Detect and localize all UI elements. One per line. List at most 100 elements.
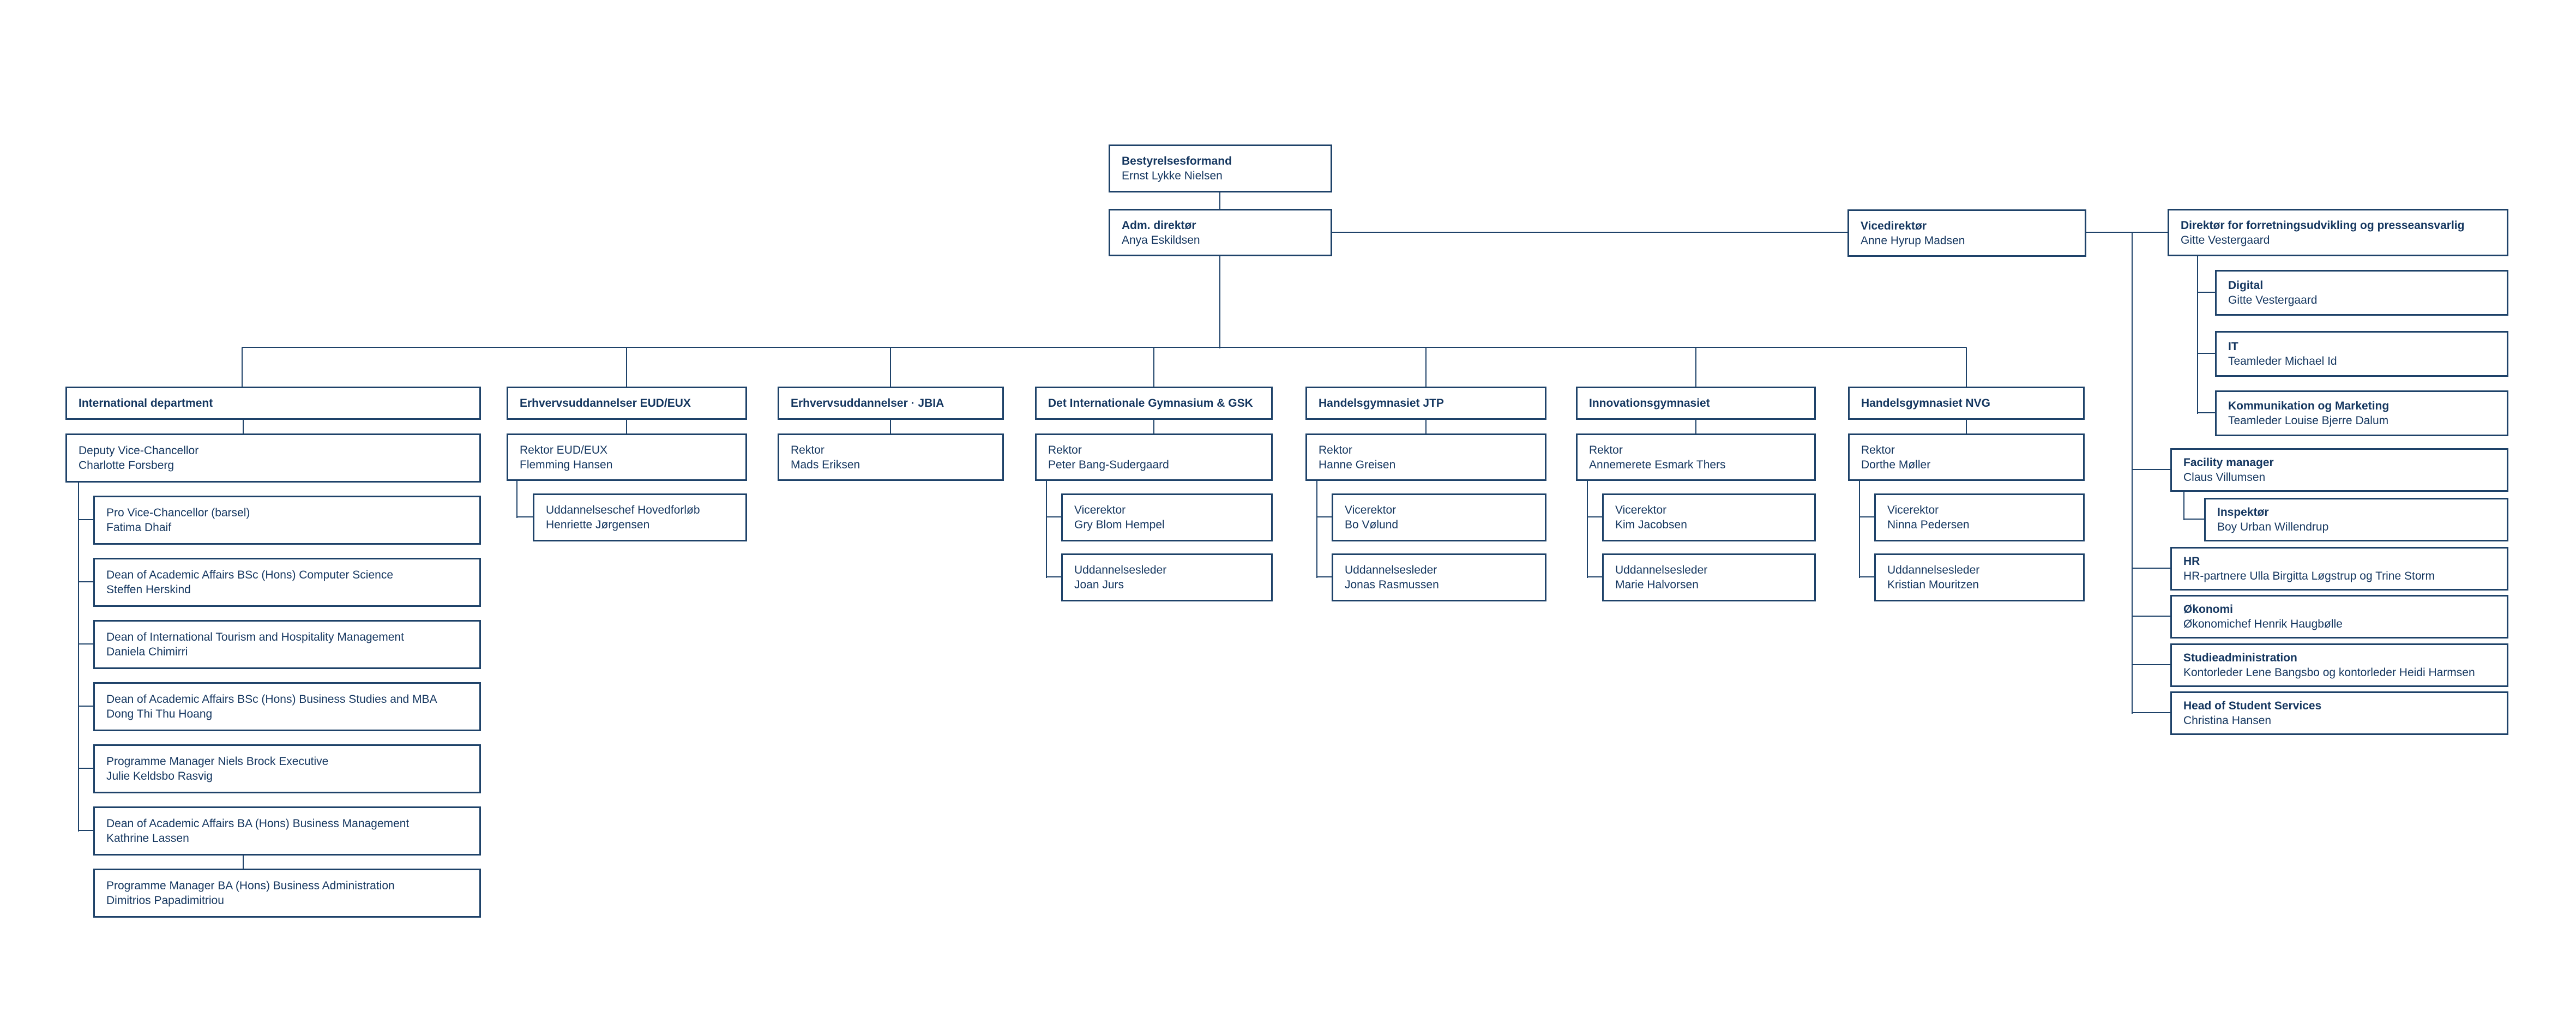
connector-line: [2132, 616, 2170, 617]
connector-line: [2198, 412, 2215, 413]
node-title: Deputy Vice-Chancellor: [79, 444, 199, 457]
node-rektor-jbia: Rektor Mads Eriksen: [778, 433, 1004, 481]
node-title: Studieadministration: [2183, 652, 2297, 664]
node-person: Anya Eskildsen: [1122, 233, 1200, 246]
connector-line: [2132, 568, 2170, 569]
node-title: Uddannelsesleder: [1345, 564, 1437, 576]
node-rektor-eud-eux: Rektor EUD/EUX Flemming Hansen: [507, 433, 747, 481]
node-title: Pro Vice-Chancellor (barsel): [106, 507, 250, 519]
node-title: Dean of International Tourism and Hospit…: [106, 631, 404, 643]
connector-line: [626, 347, 627, 387]
node-studieadministration: Studieadministration Kontorleder Lene Ba…: [2170, 643, 2508, 687]
node-title: Erhvervsuddannelser EUD/EUX: [520, 397, 691, 409]
node-direktor-forretning: Direktør for forretningsudvikling og pre…: [2168, 209, 2508, 256]
node-title: Det Internationale Gymnasium & GSK: [1048, 397, 1253, 409]
connector-line: [79, 519, 93, 520]
node-title: International department: [79, 397, 213, 409]
node-person: Kathrine Lassen: [106, 832, 189, 845]
node-uddannelseschef-hovedforlob: Uddannelseschef Hovedforløb Henriette Jø…: [533, 493, 747, 541]
node-person: Joan Jurs: [1074, 579, 1124, 591]
node-digital: Digital Gitte Vestergaard: [2215, 270, 2508, 316]
node-programme-manager-ba: Programme Manager BA (Hons) Business Adm…: [93, 869, 481, 918]
connector-line: [1966, 420, 1967, 433]
connector-line: [1859, 516, 1874, 517]
node-hr: HR HR-partnere Ulla Birgitta Løgstrup og…: [2170, 547, 2508, 591]
connector-line: [1966, 347, 1967, 387]
node-title: Vicerektor: [1615, 504, 1667, 516]
connector-line: [516, 481, 517, 518]
node-kommunikation: Kommunikation og Marketing Teamleder Lou…: [2215, 390, 2508, 436]
connector-line: [2198, 292, 2215, 293]
connector-line: [243, 856, 244, 869]
node-title: Økonomi: [2183, 603, 2234, 616]
connector-line: [2086, 232, 2168, 233]
connector-line: [242, 347, 1966, 348]
node-title: Kommunikation og Marketing: [2228, 400, 2390, 412]
node-title: Facility manager: [2183, 456, 2274, 469]
node-programme-manager-executive: Programme Manager Niels Brock Executive …: [93, 744, 481, 793]
connector-line: [78, 483, 79, 832]
node-title: Rektor: [1048, 443, 1082, 456]
node-vicerektor-nvg: Vicerektor Ninna Pedersen: [1874, 493, 2085, 541]
connector-line: [1425, 347, 1427, 387]
node-title: Dean of Academic Affairs BSc (Hons) Comp…: [106, 569, 394, 581]
node-title: Rektor: [1319, 443, 1352, 456]
node-person: Kristian Mouritzen: [1887, 579, 1979, 591]
node-title: Inspektør: [2217, 506, 2269, 519]
connector-line: [79, 581, 93, 582]
node-person: Flemming Hansen: [520, 458, 613, 471]
node-person: Jonas Rasmussen: [1345, 579, 1439, 591]
connector-line: [517, 516, 533, 517]
connector-line: [626, 420, 627, 433]
node-title: Rektor: [791, 443, 824, 456]
node-person: Ernst Lykke Nielsen: [1122, 170, 1223, 182]
connector-line: [79, 706, 93, 707]
connector-line: [2132, 712, 2170, 713]
node-vicedirektor: Vicedirektør Anne Hyrup Madsen: [1847, 209, 2086, 257]
node-person: Dimitrios Papadimitriou: [106, 894, 224, 907]
node-title: Programme Manager Niels Brock Executive: [106, 755, 329, 768]
node-person: Dorthe Møller: [1861, 458, 1931, 471]
connector-line: [2198, 353, 2215, 354]
node-title: Uddannelsesleder: [1074, 564, 1167, 576]
node-title: IT: [2228, 340, 2238, 353]
connector-line: [1046, 576, 1061, 577]
connector-line: [79, 830, 93, 831]
connector-line: [1219, 256, 1220, 348]
node-title: Adm. direktør: [1122, 219, 1196, 232]
node-inspektor: Inspektør Boy Urban Willendrup: [2204, 498, 2508, 541]
node-vicerektor-innovations: Vicerektor Kim Jacobsen: [1602, 493, 1816, 541]
node-handelsgymnasiet-nvg: Handelsgymnasiet NVG: [1848, 387, 2085, 420]
connector-line: [1153, 420, 1154, 433]
node-handelsgymnasiet-jtp: Handelsgymnasiet JTP: [1305, 387, 1546, 420]
node-dean-business-management: Dean of Academic Affairs BA (Hons) Busin…: [93, 806, 481, 856]
node-person: Marie Halvorsen: [1615, 579, 1699, 591]
node-person: HR-partnere Ulla Birgitta Løgstrup og Tr…: [2183, 570, 2435, 582]
node-facility-manager: Facility manager Claus Villumsen: [2170, 448, 2508, 492]
node-uddannelsesleder-jtp: Uddannelsesleder Jonas Rasmussen: [1332, 553, 1546, 601]
node-adm-direktor: Adm. direktør Anya Eskildsen: [1109, 209, 1332, 256]
node-person: Hanne Greisen: [1319, 458, 1396, 471]
node-person: Gry Blom Hempel: [1074, 519, 1165, 531]
node-dean-computer-science: Dean of Academic Affairs BSc (Hons) Comp…: [93, 558, 481, 607]
node-person: Annemerete Esmark Thers: [1589, 458, 1726, 471]
connector-line: [79, 768, 93, 769]
connector-line: [890, 347, 891, 387]
connector-line: [2184, 519, 2204, 520]
connector-line: [1219, 192, 1220, 209]
node-title: Uddannelseschef Hovedforløb: [546, 504, 700, 516]
node-head-student-services: Head of Student Services Christina Hanse…: [2170, 691, 2508, 735]
node-gymnasium-gsk: Det Internationale Gymnasium & GSK: [1035, 387, 1273, 420]
node-title: Uddannelsesleder: [1615, 564, 1708, 576]
node-it: IT Teamleder Michael Id: [2215, 331, 2508, 377]
connector-line: [1695, 420, 1696, 433]
node-title: HR: [2183, 555, 2200, 568]
node-person: Henriette Jørgensen: [546, 519, 650, 531]
node-person: Steffen Herskind: [106, 583, 191, 596]
node-title: Rektor: [1861, 443, 1895, 456]
node-person: Mads Eriksen: [791, 458, 860, 471]
node-person: Anne Hyrup Madsen: [1861, 234, 1965, 247]
connector-line: [1317, 516, 1332, 517]
node-vicerektor-jtp: Vicerektor Bo Vølund: [1332, 493, 1546, 541]
